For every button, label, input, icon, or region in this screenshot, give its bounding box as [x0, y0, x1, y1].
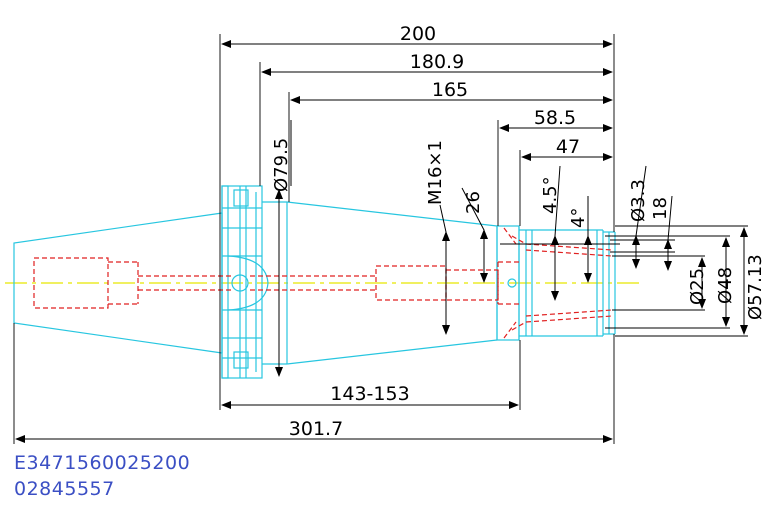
- dim-text-26: 26: [463, 191, 484, 214]
- dim-text-dia48: Ø48: [715, 267, 736, 304]
- dimension-texts: 200 180.9 165 58.5 47 143-153 301.7 Ø79.…: [271, 23, 766, 440]
- hidden-lines: [33, 227, 613, 339]
- tool-body-outline: [13, 185, 616, 379]
- dim-text-180: 180.9: [410, 51, 464, 73]
- dim-text-165: 165: [432, 79, 468, 101]
- part-number: E3471560025200: [14, 452, 191, 474]
- dim-text-angle45: 4.5°: [540, 176, 561, 214]
- dim-text-dia79: Ø79.5: [271, 138, 292, 192]
- dim-text-47: 47: [556, 136, 580, 158]
- dim-text-thread: M16×1: [425, 140, 446, 205]
- dimension-lines: [15, 40, 748, 443]
- dim-text-dia33: Ø3.3: [628, 179, 649, 222]
- dim-text-angle4: 4°: [568, 208, 589, 228]
- extension-lines: [13, 34, 748, 444]
- dim-text-58: 58.5: [534, 107, 576, 129]
- dim-text-200: 200: [400, 23, 436, 45]
- dim-text-301: 301.7: [289, 418, 343, 440]
- code-number: 02845557: [14, 478, 115, 500]
- dim-text-dia57: Ø57.13: [745, 254, 766, 320]
- dim-text-143: 143-153: [330, 383, 409, 405]
- dim-text-18: 18: [650, 197, 671, 220]
- dim-text-dia25: Ø25: [687, 268, 708, 305]
